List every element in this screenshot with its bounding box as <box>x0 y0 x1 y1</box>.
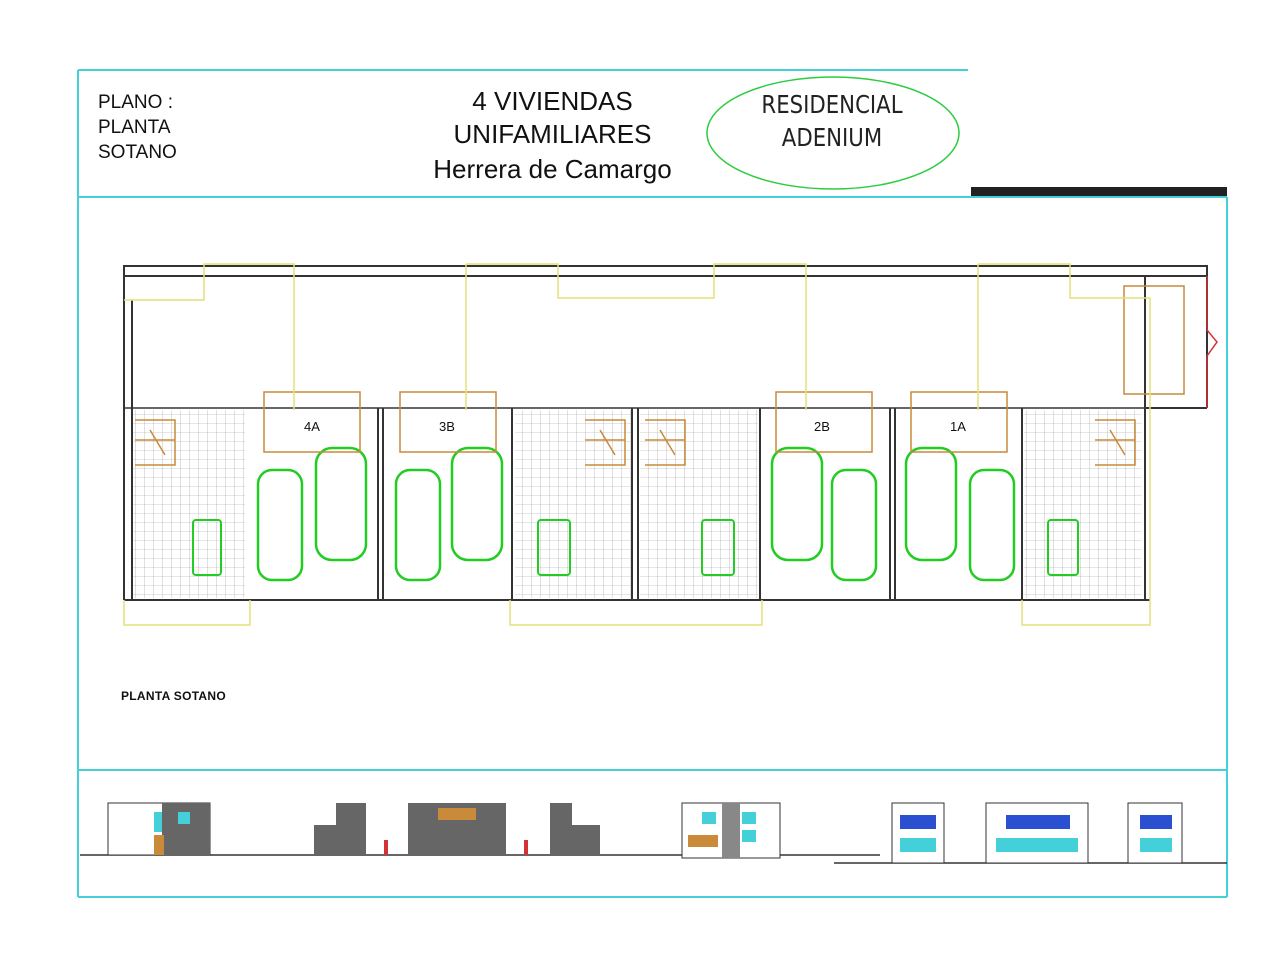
staircases <box>135 419 1136 466</box>
plan-label-line: PLANO : <box>98 92 173 113</box>
title-block-bar <box>971 187 1227 196</box>
unit-label: 2B <box>814 419 830 434</box>
unit-label: 4A <box>304 419 320 434</box>
entrance-ramp <box>1206 276 1218 408</box>
plan-label-line: PLANTA <box>98 117 171 138</box>
brand-line: RESIDENCIAL <box>761 90 903 119</box>
parked-cars <box>256 446 1016 582</box>
title-line: 4 VIVIENDAS <box>472 86 633 116</box>
plan-section-label: PLANTA SOTANO <box>121 689 227 703</box>
project-title: 4 VIVIENDAS UNIFAMILIARES Herrera de Cam… <box>400 85 705 187</box>
plan-label-line: SOTANO <box>98 142 177 163</box>
plan-name-block: PLANO : PLANTA SOTANO <box>98 90 177 165</box>
unit-label: 1A <box>950 419 966 434</box>
title-line: UNIFAMILIARES <box>453 119 652 149</box>
upper-floor-outlines <box>123 263 1151 626</box>
unit-boxes <box>263 285 1185 453</box>
tiled-floors <box>133 410 1142 598</box>
brand-name: RESIDENCIAL ADENIUM <box>726 88 939 154</box>
brand-line: ADENIUM <box>781 123 883 152</box>
dining-tables <box>192 519 1079 576</box>
brand-ellipse <box>706 76 960 190</box>
unit-label: 3B <box>439 419 455 434</box>
title-block-frame <box>77 69 1228 898</box>
title-line: Herrera de Camargo <box>433 154 672 184</box>
elevations <box>80 802 1227 864</box>
